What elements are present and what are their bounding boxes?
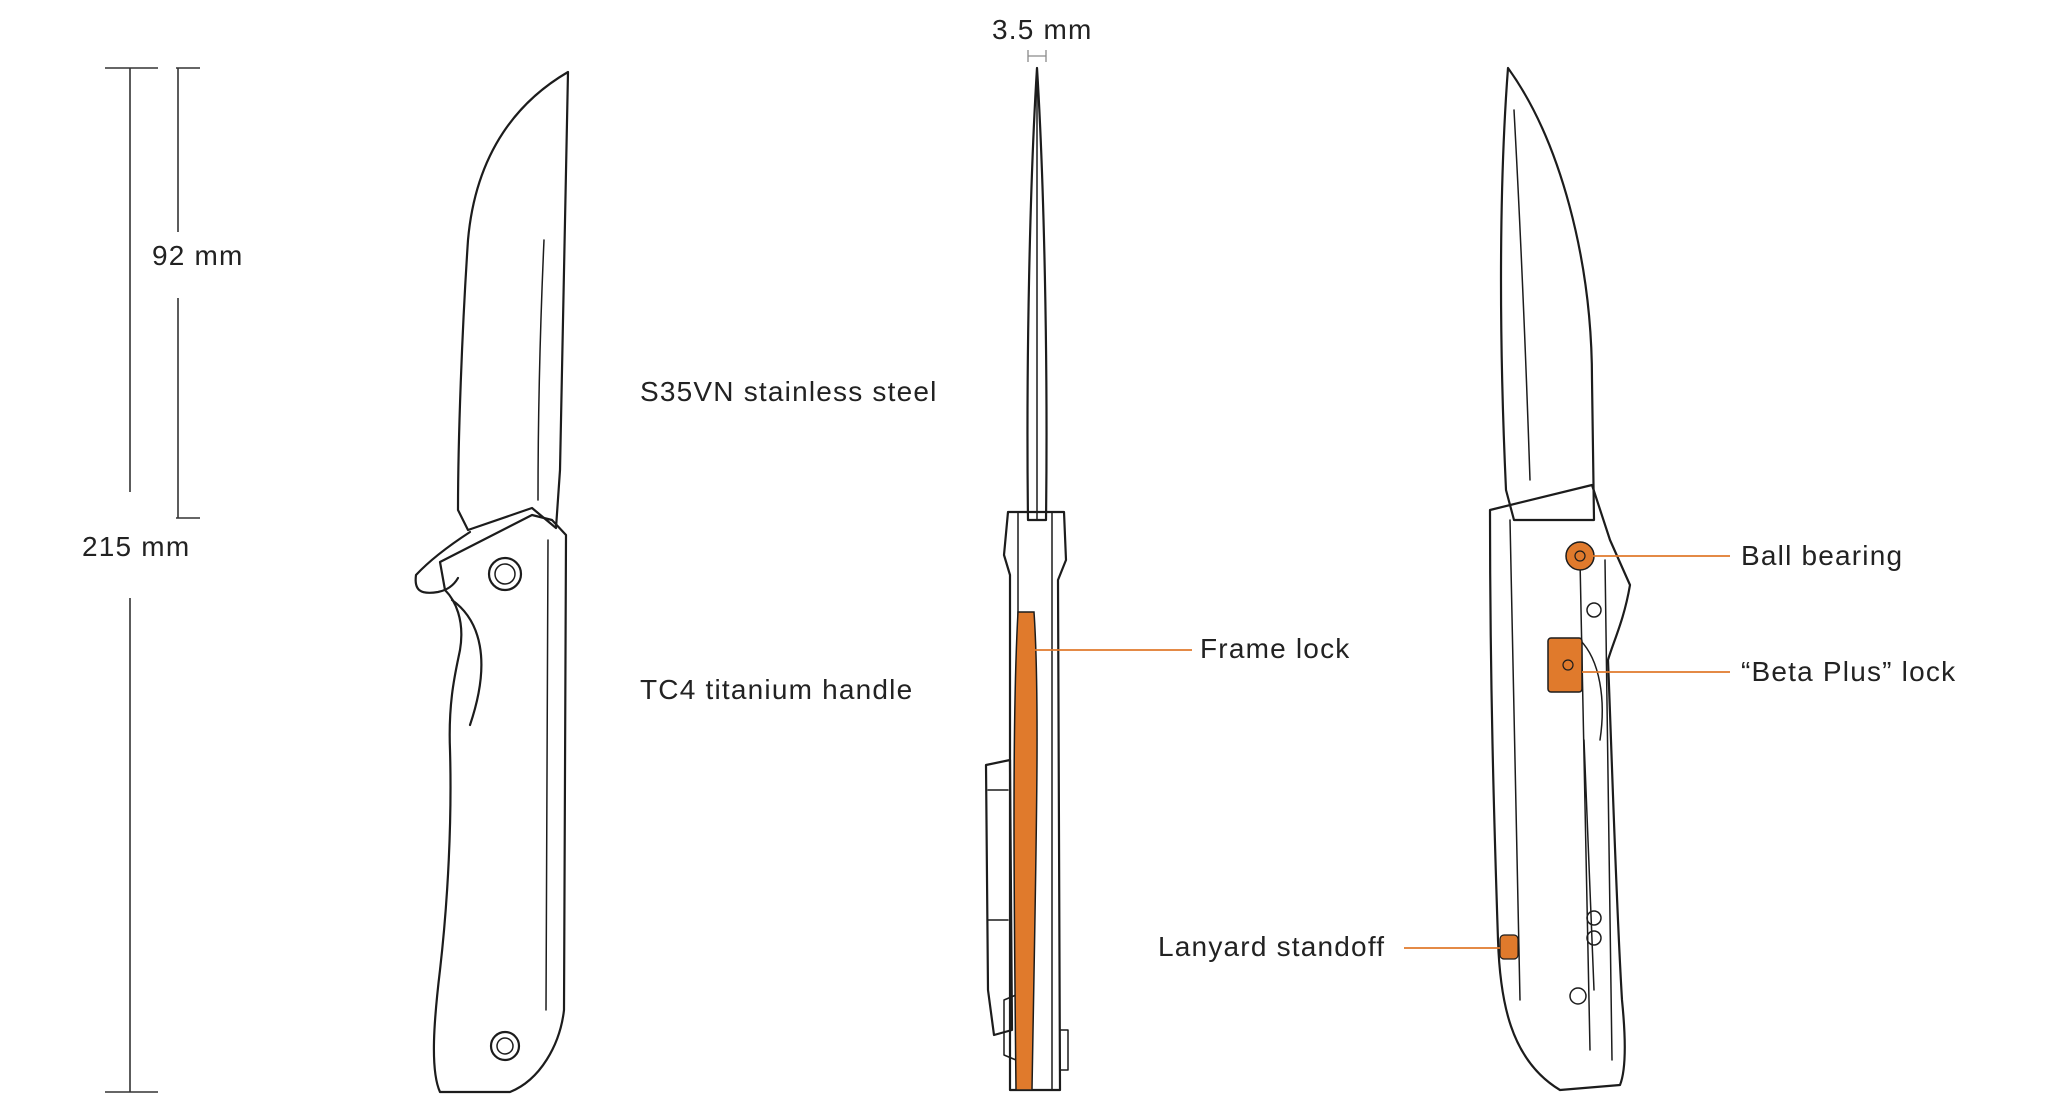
blade-material-label: S35VN stainless steel <box>640 376 938 407</box>
lanyard-standoff-label: Lanyard standoff <box>1158 931 1386 962</box>
knife-side-view <box>414 70 570 1094</box>
frame-lock-label: Frame lock <box>1200 633 1351 664</box>
beta-plus-lock-highlight <box>1547 637 1583 693</box>
ball-bearing-label: Ball bearing <box>1741 540 1904 571</box>
callout-leaders <box>1032 555 1730 949</box>
screw-icon <box>1586 602 1602 618</box>
dimension-lines <box>105 50 1047 1093</box>
blade-outline <box>456 70 570 532</box>
pivot-screw-icon <box>487 556 523 592</box>
pocket-clip <box>984 758 1014 1037</box>
knife-spine-view <box>984 66 1069 1092</box>
lanyard-standoff-highlight <box>1499 934 1519 960</box>
blade-length-label: 92 mm <box>152 240 244 271</box>
ball-bearing-highlight <box>1565 541 1595 571</box>
beta-plus-lock-label: “Beta Plus” lock <box>1741 656 1957 687</box>
flipper-tab <box>414 530 472 594</box>
overall-length-label: 215 mm <box>82 531 191 562</box>
frame-lock-highlight <box>1013 611 1038 1091</box>
rear-screw-icon <box>489 1030 521 1062</box>
knife-lock-side-view <box>1488 66 1632 1092</box>
handle-outline <box>432 513 568 1094</box>
handle-material-label: TC4 titanium handle <box>640 674 914 705</box>
blade-thickness-label: 3.5 mm <box>992 14 1093 45</box>
